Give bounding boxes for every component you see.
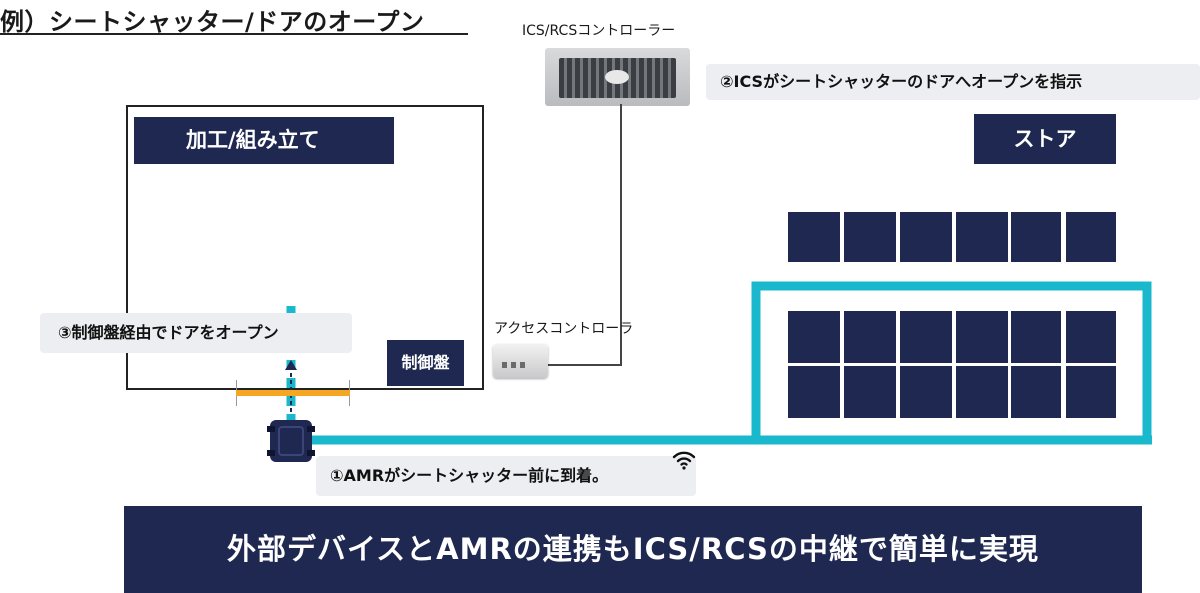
summary-banner: 外部デバイスとAMRの連携もICS/RCSの中継で簡単に実現 bbox=[124, 506, 1142, 593]
shelf bbox=[1011, 366, 1061, 418]
shelf bbox=[788, 311, 840, 363]
amr-robot-icon bbox=[267, 420, 315, 462]
shelf bbox=[1011, 212, 1061, 262]
shelf bbox=[1011, 311, 1061, 363]
entry-arrow-head bbox=[285, 360, 297, 370]
shelf bbox=[1066, 212, 1116, 262]
shelf bbox=[956, 311, 1008, 363]
server-rack-icon bbox=[545, 48, 690, 106]
access-controller-label: アクセスコントローラ bbox=[494, 321, 634, 337]
connection-line-horizontal bbox=[543, 364, 622, 366]
step2-callout: ②ICSがシートシャッターのドアへオープンを指示 bbox=[706, 64, 1200, 100]
store-shelves-bottom bbox=[788, 311, 1116, 418]
shelf bbox=[956, 366, 1008, 418]
store-loop bbox=[751, 281, 1152, 440]
step3-callout: ③制御盤経由でドアをオープン bbox=[40, 313, 352, 353]
shelf bbox=[844, 311, 896, 363]
shelf bbox=[956, 212, 1008, 262]
assembly-zone bbox=[126, 105, 484, 390]
shelf bbox=[1066, 366, 1116, 418]
shelf bbox=[900, 212, 952, 262]
store-label: ストア bbox=[974, 114, 1116, 164]
step1-callout: ①AMRがシートシャッター前に到着。 bbox=[316, 456, 696, 496]
shelf bbox=[1066, 311, 1116, 363]
server-label: ICS/RCSコントローラー bbox=[522, 23, 676, 39]
shelf bbox=[900, 311, 952, 363]
shelf bbox=[844, 212, 896, 262]
control-panel: 制御盤 bbox=[387, 340, 464, 386]
wifi-icon bbox=[672, 451, 696, 470]
access-controller-device-icon bbox=[493, 344, 548, 378]
shelf bbox=[788, 212, 840, 262]
shelf bbox=[788, 366, 840, 418]
store-shelves-top bbox=[788, 212, 1116, 262]
connection-line-vertical bbox=[620, 104, 622, 366]
title-underline bbox=[0, 33, 468, 35]
sheet-shutter-icon bbox=[236, 390, 350, 396]
shelf bbox=[844, 366, 896, 418]
shelf bbox=[900, 366, 952, 418]
page-title: 例）シートシャッター/ドアのオープン bbox=[0, 8, 425, 36]
assembly-zone-label: 加工/組み立て bbox=[134, 117, 394, 164]
